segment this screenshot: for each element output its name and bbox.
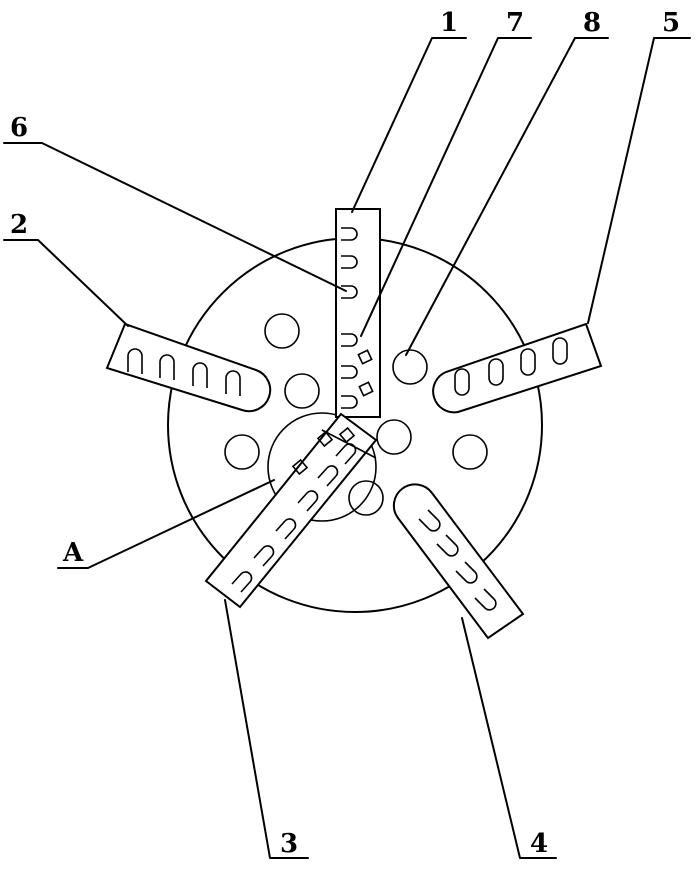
- nozzle-hole: [452, 434, 488, 470]
- label-3: 3: [280, 829, 298, 859]
- label-8: 8: [583, 8, 601, 38]
- blade-4: [392, 483, 525, 640]
- label-4: 4: [530, 829, 548, 859]
- label-2: 2: [10, 210, 28, 240]
- blade-2: [105, 322, 272, 413]
- label-5: 5: [662, 8, 680, 38]
- leader-lines: [3, 37, 691, 859]
- label-7: 7: [506, 8, 524, 38]
- blade-5: [432, 322, 603, 414]
- label-6: 6: [10, 113, 28, 143]
- blade-3: [204, 412, 378, 609]
- nozzle-hole: [348, 480, 384, 516]
- label-1: 1: [440, 8, 458, 38]
- nozzle-hole: [392, 349, 428, 385]
- blade-1: [335, 208, 381, 418]
- nozzle-hole: [284, 373, 320, 409]
- nozzle-hole: [264, 313, 300, 349]
- label-A: A: [62, 538, 84, 568]
- nozzle-hole: [376, 419, 412, 455]
- center-detail-circle: [267, 412, 377, 522]
- nozzle-hole: [224, 434, 260, 470]
